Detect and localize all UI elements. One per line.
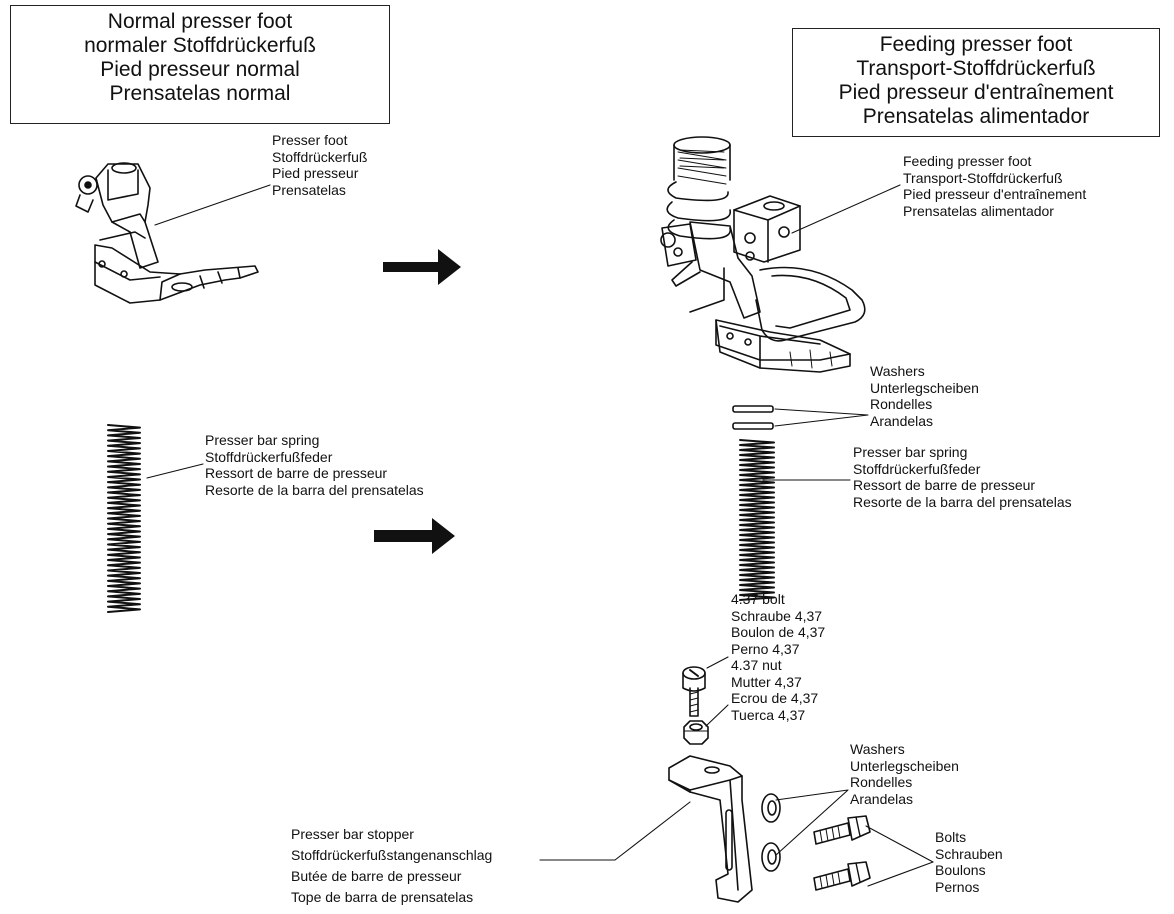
leader-lines: [146, 184, 934, 887]
label-line: Stoffdrückerfußstangenanschlag: [291, 847, 493, 863]
box-line: Prensatelas alimentador: [862, 105, 1090, 128]
label-line: Boulon de 4,37: [731, 624, 826, 640]
feeding-foot-title-box: Feeding presser foot Transport-Stoffdrüc…: [792, 28, 1160, 137]
label-line: Unterlegscheiben: [850, 757, 959, 774]
bolt-label: 4.37 bolt Schraube 4,37 Boulon de 4,37 P…: [731, 591, 825, 657]
spring-coil: [739, 439, 775, 601]
box-line: Prensatelas normal: [109, 82, 291, 105]
label-line: Rondelles: [870, 396, 933, 412]
box-line: Normal presser foot: [107, 10, 293, 33]
spring-icon: [739, 439, 775, 601]
label-line: Tope de barra de prensatelas: [291, 889, 474, 905]
label-line: Arandelas: [870, 412, 934, 429]
box-line: Pied presseur d'entraînement: [838, 81, 1114, 104]
nut-label: 4.37 nut Mutter 4,37 Ecrou de 4,37 Tuerc…: [731, 657, 818, 723]
label-line: 4.37 nut: [731, 657, 782, 673]
presser-foot-label: Presser foot Stoffdrückerfuß Pied presse…: [272, 132, 367, 198]
label-line: Rondelles: [850, 774, 913, 790]
washer-icon: [732, 405, 774, 430]
label-line: Pernos: [935, 878, 980, 895]
feeding-foot-label: Feeding presser foot Transport-Stoffdrüc…: [903, 153, 1086, 219]
label-line: Presser foot: [272, 132, 348, 148]
stopper-label: Presser bar stopper Stoffdrückerfußstang…: [291, 824, 492, 908]
label-line: Prensatelas: [272, 181, 346, 198]
label-line: Mutter 4,37: [731, 673, 802, 690]
spring-right-label: Presser bar spring Stoffdrückerfußfeder …: [853, 444, 1072, 510]
presser-foot-icon: [75, 162, 259, 304]
label-line: Schrauben: [935, 845, 1003, 862]
washers-bottom-label: Washers Unterlegscheiben Rondelles Arand…: [850, 741, 959, 807]
label-line: Butée de barre de presseur: [291, 868, 462, 884]
label-line: Prensatelas alimentador: [903, 202, 1054, 219]
spring-icon: [107, 424, 141, 613]
label-line: Pied presseur: [272, 165, 359, 181]
feeding-presser-foot-icon: [660, 136, 866, 373]
label-line: Ressort de barre de presseur: [853, 477, 1036, 493]
spring-coil: [107, 424, 141, 613]
label-line: Unterlegscheiben: [870, 379, 979, 396]
box-line: Feeding presser foot: [879, 33, 1073, 56]
label-line: Transport-Stoffdrückerfuß: [903, 169, 1063, 186]
label-line: Presser bar spring: [205, 432, 320, 448]
label-line: Presser bar spring: [853, 444, 968, 460]
bolt-icon: [682, 666, 706, 717]
label-line: Resorte de la barra del prensatelas: [853, 493, 1072, 510]
label-line: Resorte de la barra del prensatelas: [205, 481, 424, 498]
box-line: Transport-Stoffdrückerfuß: [856, 57, 1096, 80]
arrow-right-icon: [383, 249, 461, 285]
washers-top-label: Washers Unterlegscheiben Rondelles Arand…: [870, 363, 979, 429]
bolts-label: Bolts Schrauben Boulons Pernos: [935, 829, 1003, 895]
nut-icon: [683, 720, 709, 745]
washer-icon: [761, 793, 781, 872]
stopper-icon: [668, 755, 753, 903]
label-line: Bolts: [935, 829, 967, 845]
label-line: Feeding presser foot: [903, 153, 1032, 169]
label-line: Presser bar stopper: [291, 826, 414, 842]
label-line: Arandelas: [850, 790, 914, 807]
spring-left-label: Presser bar spring Stoffdrückerfußfeder …: [205, 432, 424, 498]
label-line: Tuerca 4,37: [731, 706, 806, 723]
box-line: Pied presseur normal: [100, 58, 300, 81]
label-line: Stoffdrückerfußfeder: [853, 460, 981, 477]
label-line: Perno 4,37: [731, 640, 800, 657]
bolt-icon: [813, 861, 871, 891]
label-line: Washers: [850, 741, 905, 757]
label-line: Stoffdrückerfuß: [272, 148, 368, 165]
label-line: Washers: [870, 363, 925, 379]
label-line: Ressort de barre de presseur: [205, 465, 388, 481]
label-line: Boulons: [935, 862, 986, 878]
label-line: Ecrou de 4,37: [731, 690, 819, 706]
label-line: Schraube 4,37: [731, 607, 823, 624]
label-line: Pied presseur d'entraînement: [903, 186, 1087, 202]
box-line: normaler Stoffdrückerfuß: [84, 34, 316, 57]
label-line: Stoffdrückerfußfeder: [205, 448, 333, 465]
arrow-right-icon: [374, 518, 455, 554]
bolt-icon: [813, 815, 871, 845]
normal-foot-title-box: Normal presser foot normaler Stoffdrücke…: [10, 5, 390, 124]
